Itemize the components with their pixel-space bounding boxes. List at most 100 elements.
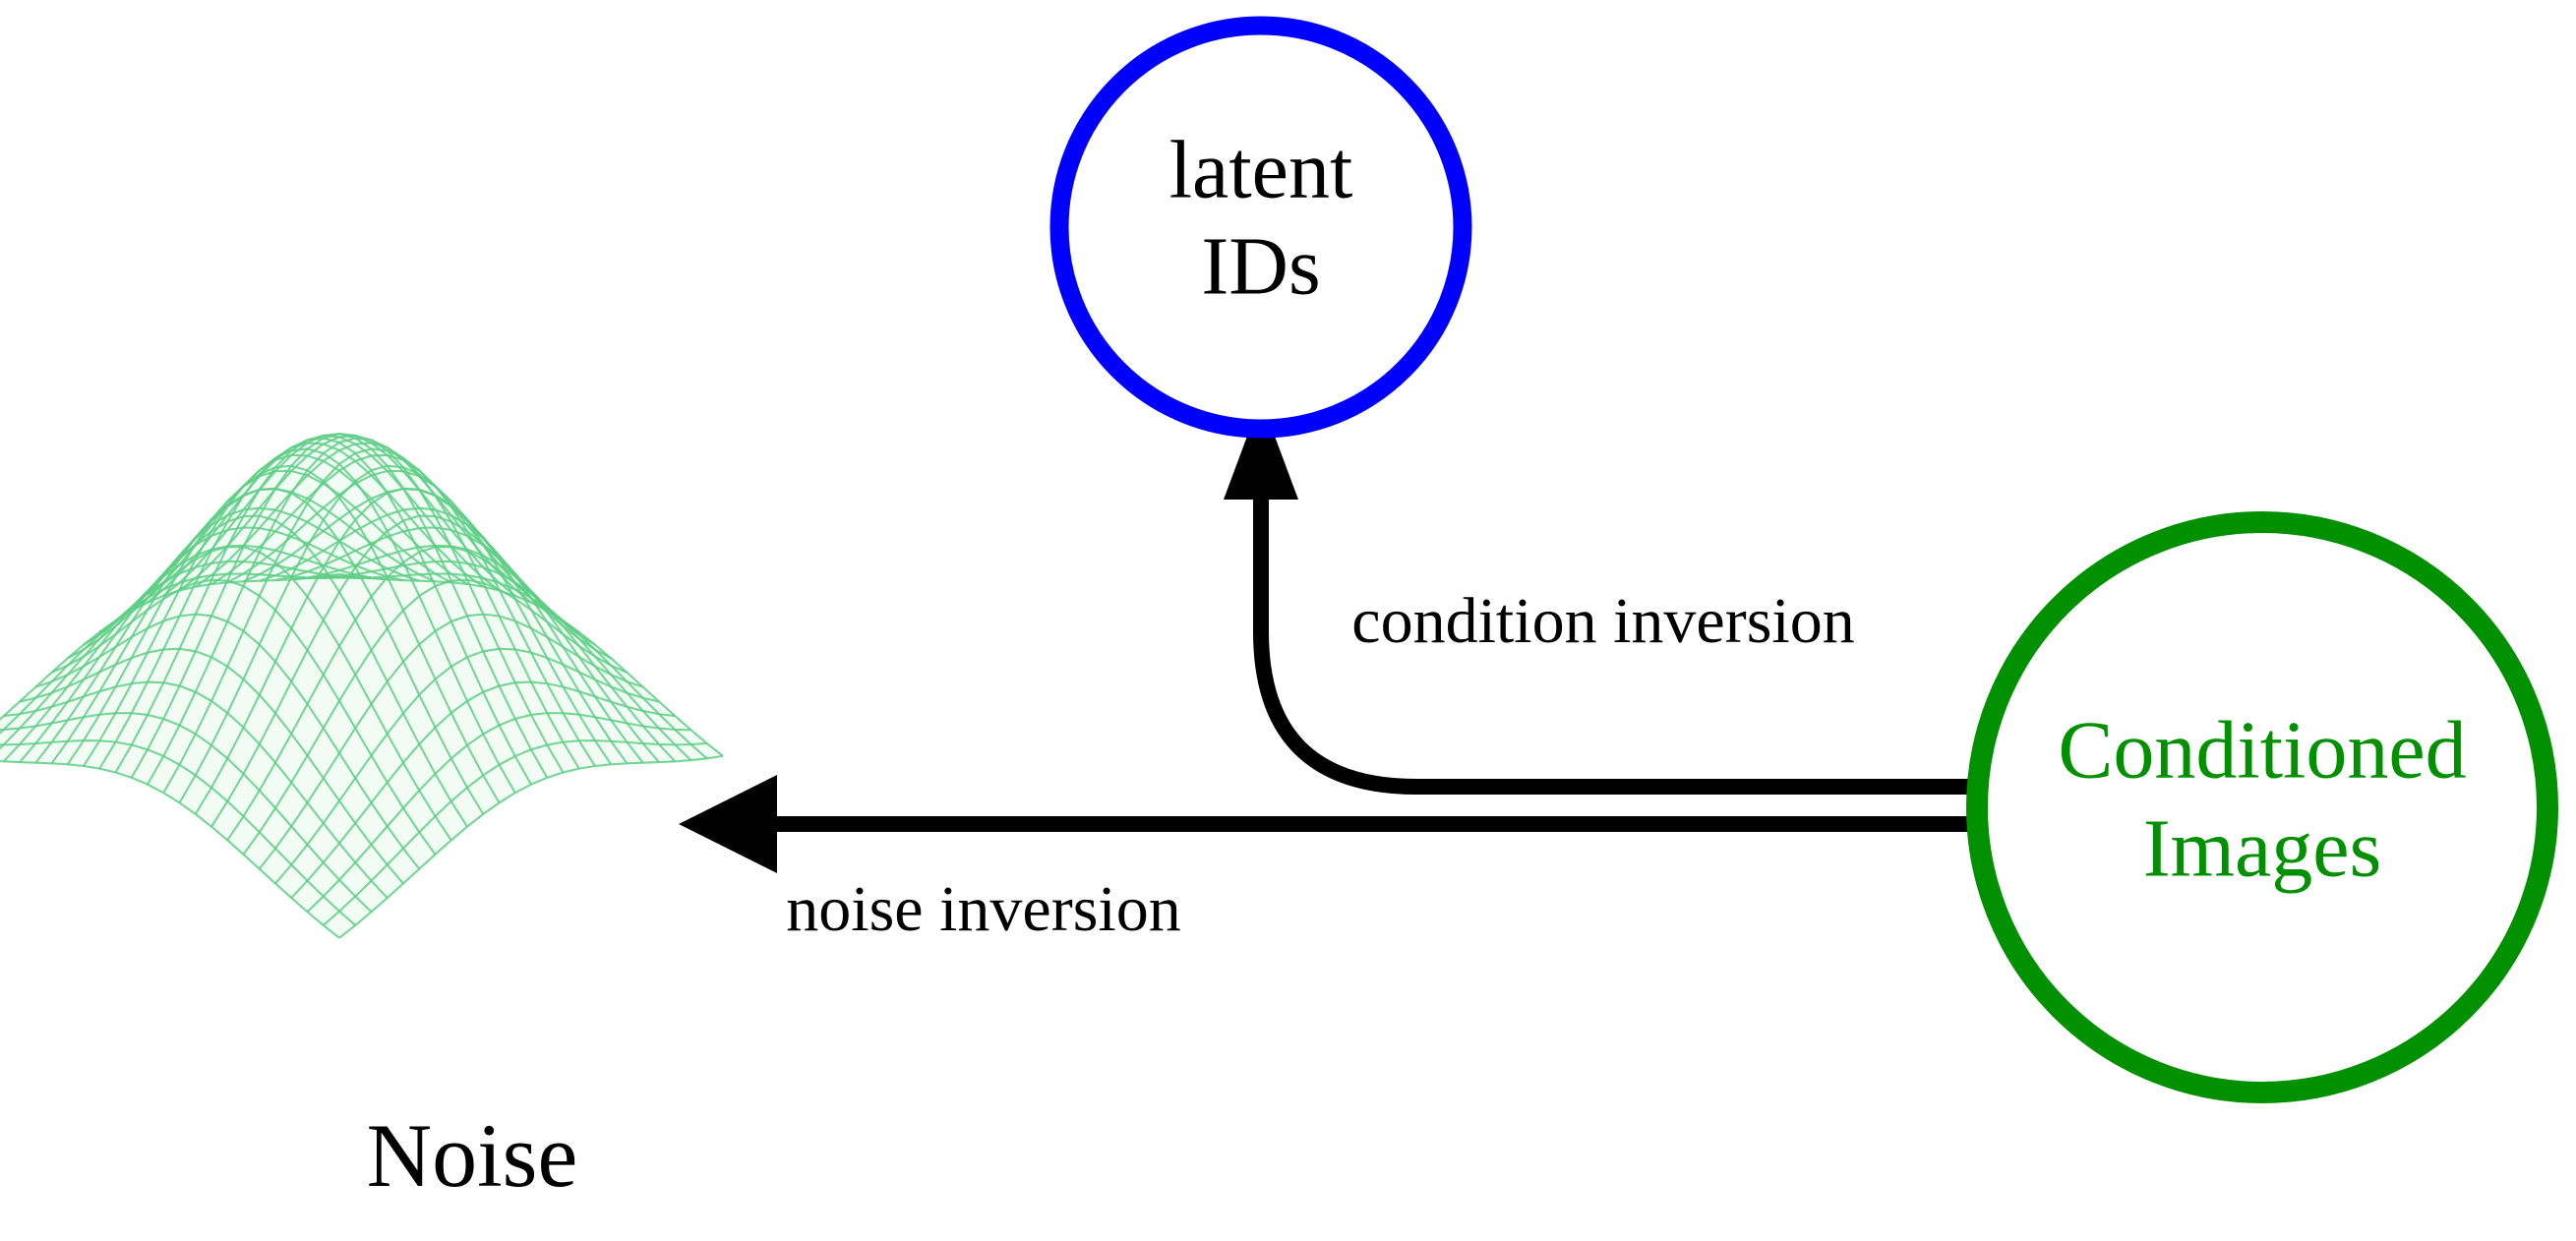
surface-patch (563, 634, 595, 667)
surface-patch (355, 448, 388, 471)
surface-gridline-v (34, 613, 421, 870)
surface-patch (67, 645, 100, 676)
surface-patch (227, 727, 260, 774)
surface-patch (163, 685, 196, 726)
surface-patch (387, 661, 420, 714)
surface-patch (627, 741, 659, 763)
surface-patch (67, 672, 100, 702)
node-latent-ids[interactable]: latent IDs (1049, 16, 1472, 439)
surface-patch (259, 713, 292, 763)
surface-gridline-v (162, 433, 549, 779)
surface-patch (435, 621, 467, 667)
noise-caption: Noise (367, 1105, 578, 1206)
surface-patch (51, 656, 84, 682)
surface-patch (387, 610, 420, 662)
surface-patch (131, 598, 164, 637)
surface-patch (450, 616, 484, 658)
surface-patch (243, 644, 275, 695)
surface-patch (595, 696, 628, 724)
surface-patch (483, 614, 515, 650)
surface-patch (499, 756, 531, 794)
surface-patch (195, 521, 228, 560)
surface-patch (419, 515, 451, 548)
surface-patch (531, 652, 564, 687)
surface-patch (371, 681, 403, 735)
surface-patch (20, 723, 52, 744)
surface-patch (499, 648, 531, 683)
surface-patch (435, 666, 467, 713)
surface-gridline-v (0, 739, 356, 926)
surface-patch (611, 701, 643, 727)
surface-patch (371, 493, 403, 531)
surface-gridline-v (147, 437, 532, 786)
condition-inversion-label: condition inversion (1351, 585, 1854, 657)
surface-patch (275, 628, 308, 682)
surface-patch (99, 658, 132, 692)
surface-patch (578, 657, 612, 687)
latent-ids-circle[interactable] (1049, 16, 1472, 439)
surface-patch (227, 816, 260, 855)
surface-patch (675, 744, 707, 761)
surface-patch (35, 740, 68, 764)
surface-patch (547, 683, 579, 715)
surface-patch (243, 515, 275, 553)
surface-patch (499, 682, 531, 719)
surface-patch (148, 589, 180, 628)
condition-inversion-arrow (1224, 399, 1977, 795)
surface-patch (20, 706, 52, 729)
node-conditioned-images[interactable]: Conditioned Images (1966, 511, 2558, 1103)
surface-patch (627, 681, 659, 702)
surface-patch (115, 627, 148, 665)
surface-gridline-v (67, 546, 452, 842)
surface-patch (611, 720, 643, 743)
surface-patch (227, 547, 260, 586)
surface-patch (659, 744, 691, 762)
surface-patch (483, 764, 515, 803)
surface-patch (211, 666, 244, 713)
surface-patch (195, 579, 228, 617)
surface-patch (435, 580, 467, 621)
conditioned-images-circle[interactable] (1966, 511, 2558, 1103)
surface-patch (195, 744, 228, 788)
surface-patch (3, 711, 36, 730)
surface-patch (211, 621, 244, 667)
surface-patch (84, 664, 116, 697)
surface-patch (547, 741, 579, 773)
surface-patch (84, 634, 116, 667)
surface-patch (387, 488, 420, 521)
surface-patch (563, 686, 595, 718)
surface-gridline-v (3, 680, 389, 899)
surface-gridline-v (195, 442, 580, 770)
conditioned-images-label-line1: Conditioned (2058, 704, 2466, 796)
surface-patch (467, 614, 500, 652)
surface-patch (690, 742, 723, 759)
surface-patch (84, 713, 116, 741)
surface-patch (115, 652, 148, 687)
surface-patch (563, 740, 595, 769)
surface-patch (131, 681, 164, 715)
surface-patch (148, 682, 180, 719)
surface-patch (67, 714, 100, 741)
surface-patch (67, 691, 100, 721)
condition-inversion-arrow-shaft (1253, 497, 1977, 795)
surface-gridline-v (0, 712, 373, 914)
surface-patch (578, 691, 612, 721)
surface-patch (51, 680, 84, 707)
surface-patch (195, 616, 228, 658)
surface-patch (435, 713, 467, 759)
surface-patch (163, 614, 196, 650)
surface-patch (307, 453, 339, 482)
surface-patch (259, 520, 292, 562)
surface-patch (595, 680, 628, 707)
surface-patch (450, 744, 484, 788)
conditioned-images-label-line2: Images (2143, 802, 2382, 894)
latent-ids-label-line2: IDs (1201, 220, 1320, 312)
surface-patch (514, 681, 548, 715)
latent-ids-label-line1: latent (1169, 124, 1353, 215)
surface-patch (243, 743, 275, 791)
surface-patch (291, 438, 324, 451)
surface-patch (179, 775, 211, 814)
surface-patch (675, 729, 707, 745)
surface-patch (371, 628, 403, 682)
surface-patch (467, 651, 500, 692)
